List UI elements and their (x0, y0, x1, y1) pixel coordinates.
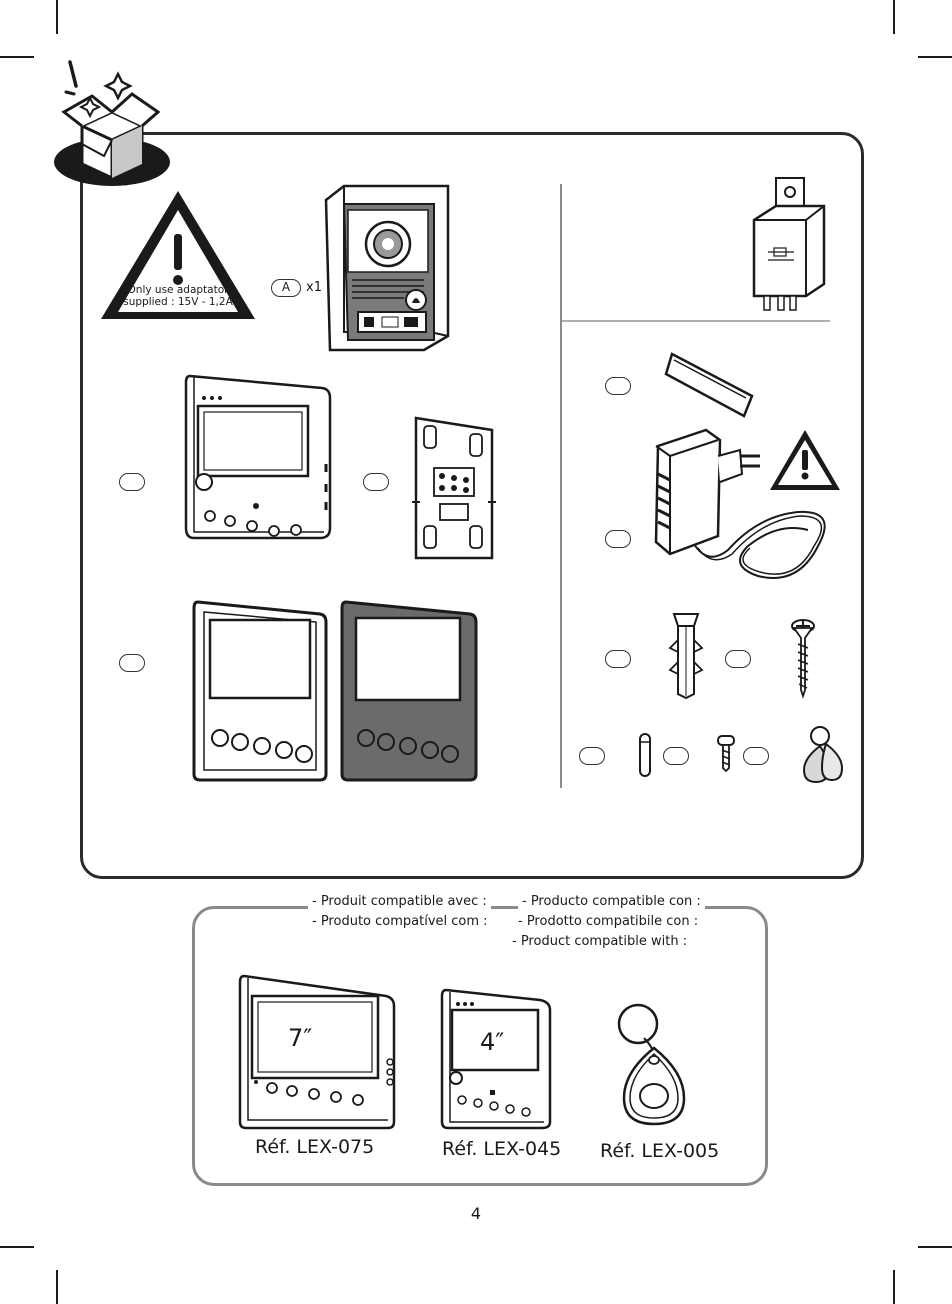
crop-mark (56, 1270, 58, 1304)
item-label-empty (605, 377, 631, 395)
warning-triangle-icon (768, 428, 842, 492)
wall-mounting-bracket (408, 412, 498, 564)
ref-lex-075: Réf. LEX-075 (255, 1136, 374, 1158)
item-label-empty (363, 473, 389, 491)
item-quantity: x1 (306, 280, 322, 295)
crop-mark (56, 0, 58, 34)
key-fob-icon (798, 724, 848, 786)
rfid-badge-icon (614, 1002, 690, 1128)
warning-text-line1: Only use adaptator (98, 284, 258, 296)
item-label-empty (579, 747, 605, 765)
compatible-monitor-4: 4″ (440, 988, 554, 1130)
ref-lex-005: Réf. LEX-005 (600, 1140, 719, 1162)
indoor-monitor (182, 374, 334, 540)
warning-text-line2: supplied : 15V - 1,2A (98, 296, 258, 308)
screen-size-7: 7″ (288, 1024, 312, 1052)
crop-mark (893, 0, 895, 34)
panel-divider-vertical (560, 184, 562, 788)
item-label-empty (119, 654, 145, 672)
item-label-a: A (271, 279, 301, 297)
compatible-monitor-7: 7″ (238, 974, 400, 1130)
open-box-icon (52, 56, 172, 188)
item-label-empty (663, 747, 689, 765)
item-label-empty (119, 473, 145, 491)
crop-mark (0, 56, 34, 58)
item-label-empty (605, 650, 631, 668)
small-screw-icon (716, 734, 736, 772)
compat-it: - Prodotto compatibile con : (514, 914, 702, 929)
pin-icon (638, 732, 652, 778)
crop-mark (893, 1270, 895, 1304)
wood-screw-icon (790, 618, 816, 698)
item-label-empty (725, 650, 751, 668)
name-tag-cover (644, 350, 756, 422)
outdoor-camera-unit (324, 182, 454, 354)
item-label-empty (743, 747, 769, 765)
screen-size-4: 4″ (480, 1028, 504, 1056)
dark-faceplate (340, 600, 478, 782)
compat-fr: - Produit compatible avec : (308, 894, 491, 909)
panel-divider-horizontal (562, 320, 830, 322)
crop-mark (918, 56, 952, 58)
relay-module (750, 176, 830, 316)
adaptor-warning-sign: Only use adaptator supplied : 15V - 1,2A (98, 188, 258, 322)
compat-es: - Producto compatible con : (518, 894, 705, 909)
compat-pt: - Produto compatível com : (308, 914, 492, 929)
white-faceplate (192, 600, 328, 782)
wall-plug-icon (664, 610, 708, 700)
ref-lex-045: Réf. LEX-045 (442, 1138, 561, 1160)
crop-mark (918, 1246, 952, 1248)
crop-mark (0, 1246, 34, 1248)
page-number: 4 (466, 1204, 486, 1223)
item-label-empty (605, 530, 631, 548)
compat-en: - Product compatible with : (508, 934, 691, 949)
